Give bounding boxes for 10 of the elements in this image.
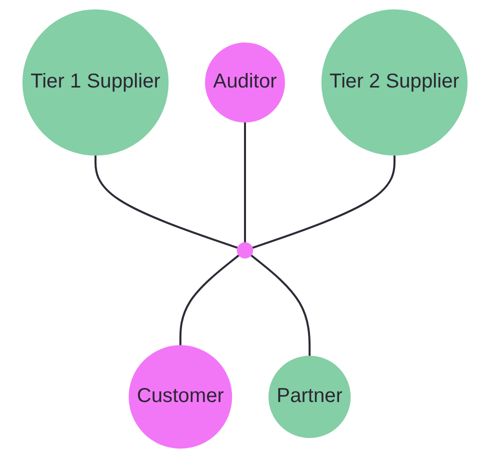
connector-line [252,155,396,249]
node-label: Tier 1 Supplier [30,70,160,95]
node-label: Auditor [213,70,277,95]
node-label: Customer [136,384,224,409]
connector-line [250,254,311,356]
connector-line [244,122,246,243]
node-label: Partner [276,384,343,409]
connector-line [179,254,240,346]
connector-line [94,155,238,249]
node-label: Tier 2 Supplier [330,70,460,95]
